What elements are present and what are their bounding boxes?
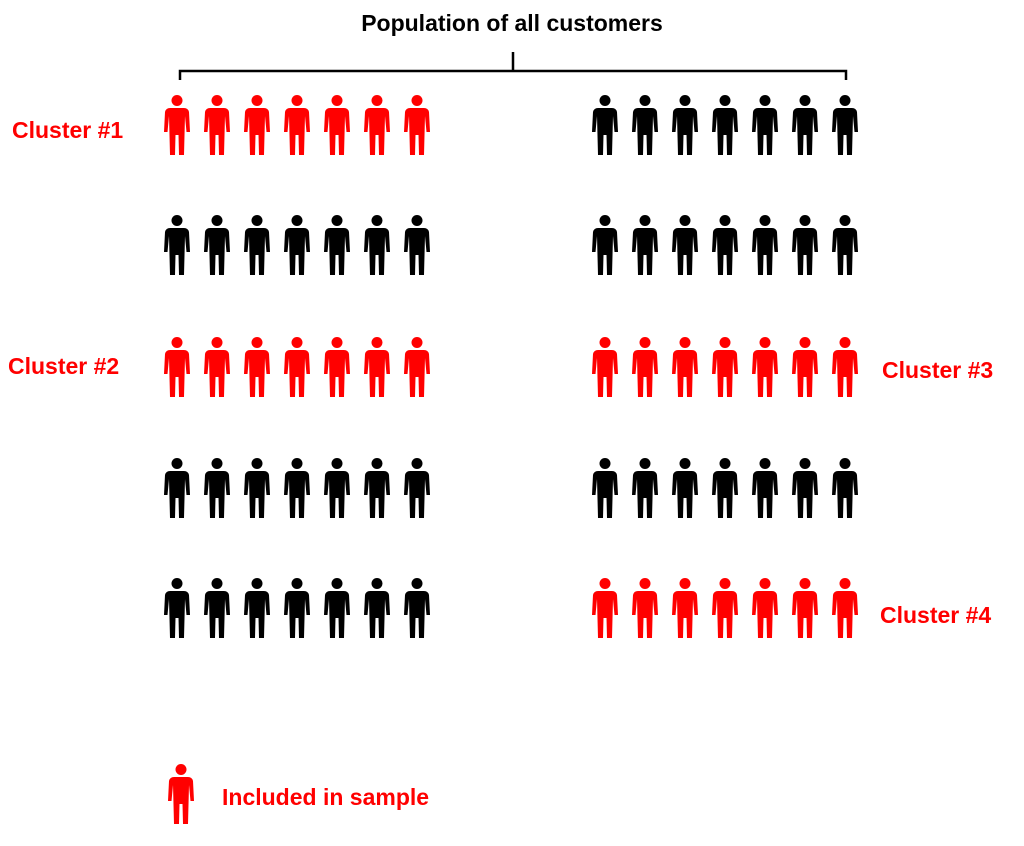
sampled-person-icon xyxy=(324,337,350,397)
person-icon xyxy=(712,458,738,518)
person-icon xyxy=(364,578,390,638)
legend-label: Included in sample xyxy=(222,784,430,810)
person-icon xyxy=(404,215,430,275)
person-icon xyxy=(672,95,698,155)
person-icon xyxy=(752,215,778,275)
sampled-person-icon xyxy=(672,337,698,397)
sampled-person-icon xyxy=(632,337,658,397)
sampled-person-icon xyxy=(284,337,310,397)
sampled-person-icon xyxy=(792,337,818,397)
person-icon xyxy=(404,578,430,638)
sampled-person-icon xyxy=(632,578,658,638)
person-icon xyxy=(244,215,270,275)
sampled-person-icon xyxy=(404,95,430,155)
person-icon xyxy=(792,458,818,518)
person-icon xyxy=(632,458,658,518)
person-icon xyxy=(832,215,858,275)
person-icon xyxy=(712,95,738,155)
person-icon xyxy=(324,458,350,518)
sampled-person-icon xyxy=(164,337,190,397)
person-icon xyxy=(792,95,818,155)
person-icon xyxy=(204,215,230,275)
person-icon xyxy=(752,95,778,155)
cluster-label-3: Cluster #3 xyxy=(882,357,994,383)
person-icon xyxy=(712,215,738,275)
sampled-person-icon xyxy=(204,95,230,155)
cluster-row-left-2 xyxy=(164,215,430,277)
sampled-person-icon xyxy=(164,95,190,155)
person-icon xyxy=(284,578,310,638)
cluster-row-right-2 xyxy=(592,215,858,277)
person-icon xyxy=(592,458,618,518)
person-icon xyxy=(164,458,190,518)
cluster-row-left-1 xyxy=(164,95,430,157)
person-icon xyxy=(672,215,698,275)
cluster-row-left-5 xyxy=(164,578,430,640)
cluster-row-left-4 xyxy=(164,458,430,520)
cluster-label-4: Cluster #4 xyxy=(880,602,992,628)
person-icon xyxy=(792,215,818,275)
sampled-person-icon xyxy=(168,764,194,824)
person-icon xyxy=(632,95,658,155)
person-icon xyxy=(244,578,270,638)
cluster-label-1: Cluster #1 xyxy=(12,117,124,143)
person-icon xyxy=(204,458,230,518)
sampled-person-icon xyxy=(244,337,270,397)
person-icon xyxy=(752,458,778,518)
sampled-person-icon xyxy=(752,578,778,638)
person-icon xyxy=(672,458,698,518)
cluster-label-2: Cluster #2 xyxy=(8,353,120,379)
sampled-person-icon xyxy=(672,578,698,638)
person-icon xyxy=(832,95,858,155)
sampled-person-icon xyxy=(324,95,350,155)
person-icon xyxy=(324,578,350,638)
person-icon xyxy=(364,458,390,518)
cluster-row-right-5 xyxy=(592,578,858,640)
sampled-person-icon xyxy=(752,337,778,397)
person-icon xyxy=(592,215,618,275)
diagram-title: Population of all customers xyxy=(361,10,663,36)
person-icon xyxy=(164,215,190,275)
sampled-person-icon xyxy=(792,578,818,638)
person-icon xyxy=(164,578,190,638)
sampled-person-icon xyxy=(712,578,738,638)
person-icon xyxy=(364,215,390,275)
sampled-person-icon xyxy=(592,578,618,638)
person-icon xyxy=(204,578,230,638)
sampled-person-icon xyxy=(204,337,230,397)
sampled-person-icon xyxy=(832,337,858,397)
sampled-person-icon xyxy=(364,95,390,155)
legend-person-icon xyxy=(168,764,194,826)
sampled-person-icon xyxy=(404,337,430,397)
sampled-person-icon xyxy=(832,578,858,638)
person-icon xyxy=(324,215,350,275)
cluster-row-right-4 xyxy=(592,458,858,520)
person-icon xyxy=(404,458,430,518)
sampled-person-icon xyxy=(244,95,270,155)
cluster-row-right-3 xyxy=(592,337,858,399)
person-icon xyxy=(592,95,618,155)
sampled-person-icon xyxy=(284,95,310,155)
cluster-row-right-1 xyxy=(592,95,858,157)
sampled-person-icon xyxy=(364,337,390,397)
person-icon xyxy=(284,215,310,275)
person-icon xyxy=(832,458,858,518)
sampled-person-icon xyxy=(592,337,618,397)
sampled-person-icon xyxy=(712,337,738,397)
person-icon xyxy=(244,458,270,518)
person-icon xyxy=(632,215,658,275)
cluster-row-left-3 xyxy=(164,337,430,399)
person-icon xyxy=(284,458,310,518)
population-bracket xyxy=(178,52,848,80)
